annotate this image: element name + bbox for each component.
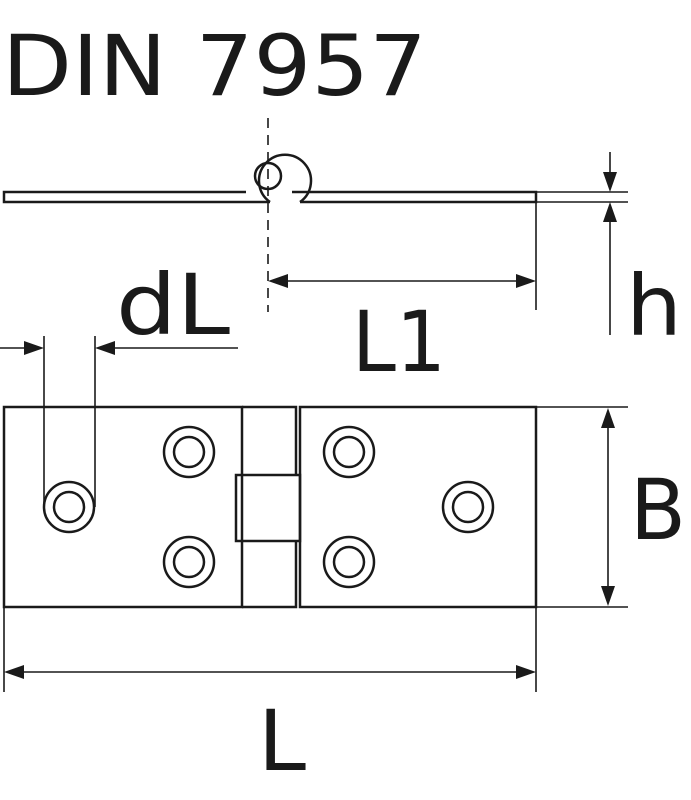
L-label: L: [258, 692, 306, 790]
dimension-dL: dL: [0, 256, 238, 507]
knuckle-segment-middle: [234, 473, 302, 543]
h-arrow-bottom: [603, 202, 617, 222]
L-arrow-left: [4, 665, 24, 679]
top-view-right-leaf: [298, 405, 538, 609]
h-label: h: [626, 257, 682, 355]
dimension-L1: L1: [268, 202, 537, 391]
L1-arrow-right: [516, 274, 536, 288]
dimension-h: h: [536, 152, 682, 355]
screw-hole: [441, 480, 495, 534]
top-view-left-leaf: [2, 405, 244, 609]
standard-title: DIN 7957: [2, 17, 427, 115]
B-label: B: [630, 461, 686, 559]
screw-hole: [42, 480, 96, 534]
screw-hole: [322, 535, 376, 589]
side-view-right-leaf: [292, 190, 538, 204]
h-arrow-top: [603, 172, 617, 192]
B-arrow-bottom: [601, 586, 615, 606]
screw-hole: [162, 535, 216, 589]
dimension-B: B: [536, 406, 686, 608]
L1-label: L1: [352, 293, 446, 391]
dL-label: dL: [116, 256, 230, 354]
dL-arrow-left: [24, 341, 44, 355]
screw-hole: [322, 425, 376, 479]
dL-arrow-right: [95, 341, 115, 355]
L1-arrow-left: [268, 274, 288, 288]
top-view: [2, 405, 538, 609]
knuckle-segment-top: [242, 405, 298, 475]
B-arrow-top: [601, 408, 615, 428]
L-arrow-right: [516, 665, 536, 679]
side-view: [2, 118, 538, 312]
side-view-left-leaf: [2, 190, 270, 204]
knuckle-segment-bottom: [242, 541, 298, 609]
dimension-L: L: [3, 607, 537, 790]
screw-hole: [162, 425, 216, 479]
